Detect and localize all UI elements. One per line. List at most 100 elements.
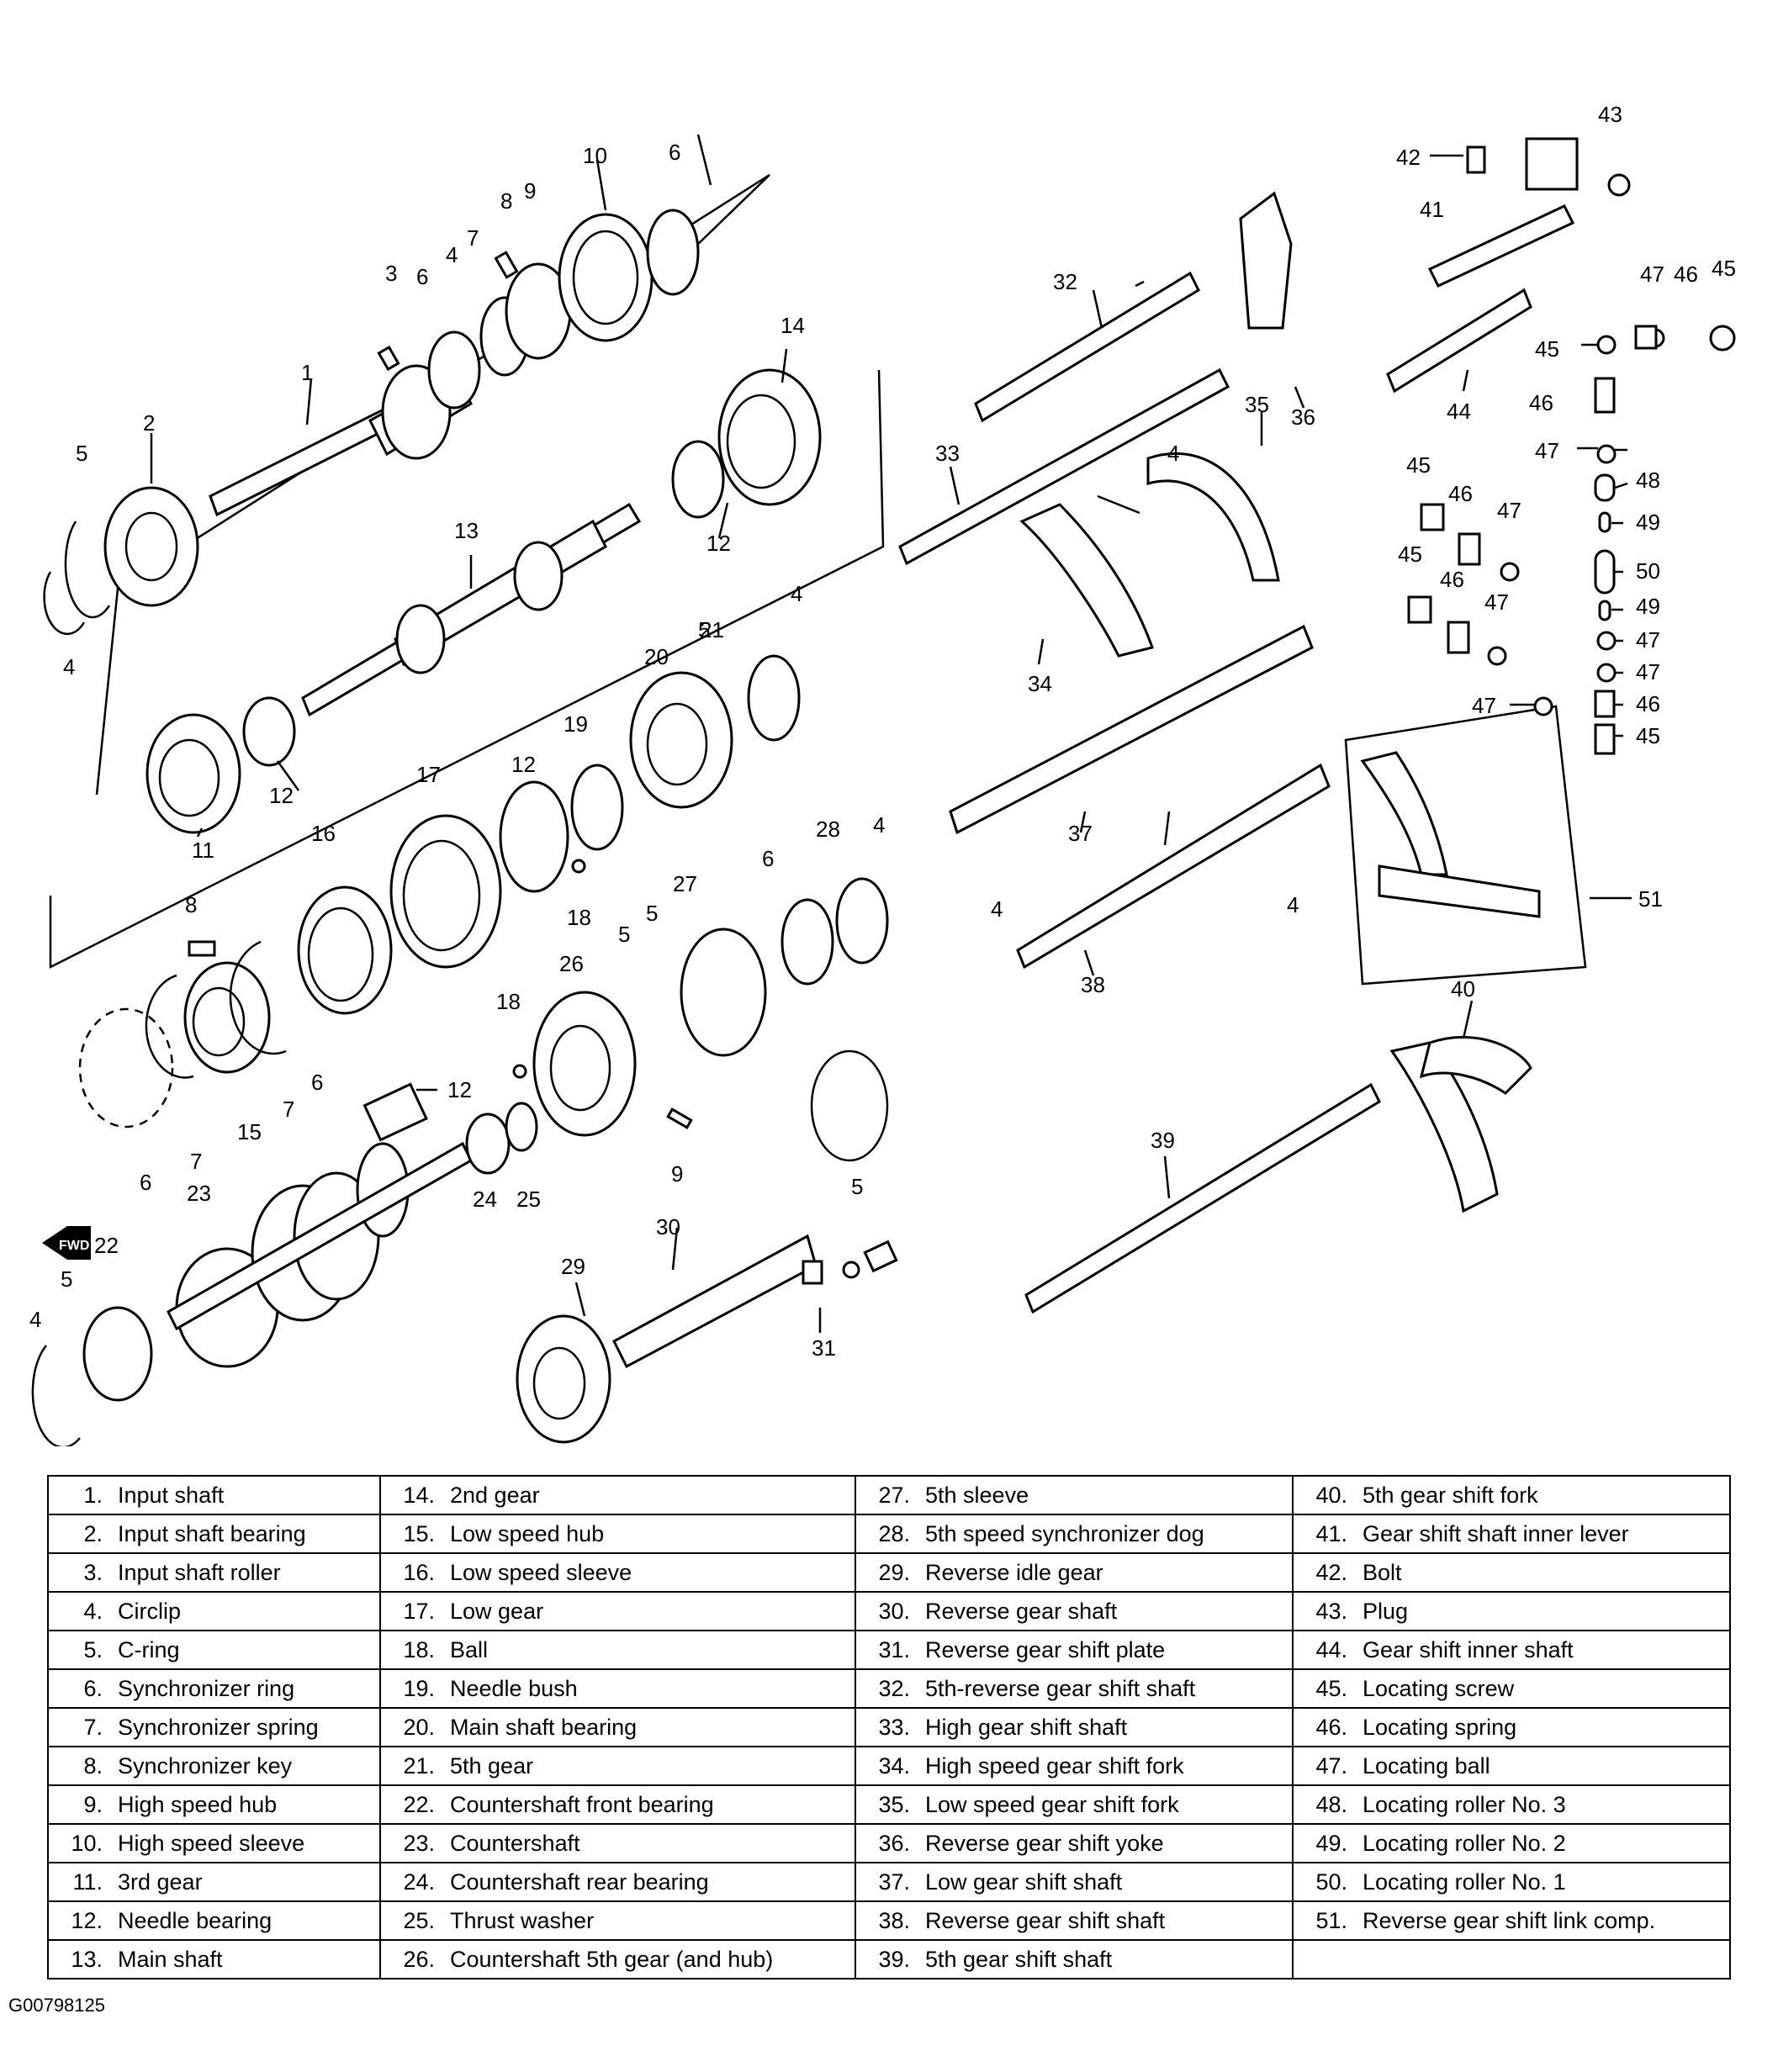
callout-number: 4 bbox=[63, 654, 75, 679]
callout-number: 6 bbox=[140, 1170, 151, 1195]
callout-number: 47 bbox=[1497, 498, 1521, 523]
legend-cell: 49.Locating roller No. 2 bbox=[1292, 1823, 1731, 1863]
legend-part-number: 2. bbox=[83, 1520, 103, 1546]
callout-number: 46 bbox=[1440, 567, 1464, 592]
legend-part-name: Countershaft rear bearing bbox=[450, 1868, 709, 1895]
legend-part-number: 11. bbox=[72, 1868, 103, 1895]
legend-cell: 21.5th gear bbox=[379, 1746, 856, 1786]
callout-number: 11 bbox=[192, 838, 214, 863]
callout-number: 28 bbox=[816, 817, 840, 842]
callout-number: 12 bbox=[706, 531, 731, 556]
callout-number: 7 bbox=[190, 1149, 202, 1174]
legend-part-name: Low gear bbox=[450, 1598, 544, 1624]
callout-number: 7 bbox=[283, 1097, 294, 1122]
callout-number: 45 bbox=[1398, 542, 1422, 567]
legend-cell: 31.Reverse gear shift plate bbox=[855, 1630, 1294, 1670]
legend-cell: 43.Plug bbox=[1292, 1591, 1731, 1631]
legend-part-number: 7. bbox=[83, 1714, 103, 1740]
legend-cell: 16.Low speed sleeve bbox=[379, 1552, 856, 1593]
callout-number: 44 bbox=[1447, 399, 1471, 424]
legend-part-number: 17. bbox=[403, 1598, 435, 1624]
callout-number: 46 bbox=[1674, 262, 1698, 287]
legend-part-name: Low speed hub bbox=[450, 1520, 605, 1546]
callout-number: 32 bbox=[1053, 269, 1077, 294]
countershaft-assembly bbox=[31, 877, 889, 1446]
legend-part-name: Bolt bbox=[1363, 1559, 1402, 1585]
legend-part-number: 18. bbox=[403, 1636, 435, 1662]
legend-part-name: Locating roller No. 1 bbox=[1363, 1868, 1566, 1895]
callout-number: 21 bbox=[700, 617, 724, 642]
callout-number: 36 bbox=[1291, 404, 1315, 430]
legend-cell: 23. Countershaft bbox=[379, 1823, 856, 1863]
legend-cell bbox=[1292, 1939, 1731, 1980]
legend-part-number: 33. bbox=[878, 1714, 910, 1740]
legend-cell: 34.High speed gear shift fork bbox=[855, 1746, 1294, 1786]
legend-part-number: 24. bbox=[403, 1868, 435, 1895]
main-shaft-assembly bbox=[146, 368, 822, 834]
callout-number: 48 bbox=[1636, 468, 1660, 493]
callout-number: 17 bbox=[416, 762, 441, 787]
callout-number: 51 bbox=[1638, 886, 1663, 912]
callout-number: 13 bbox=[454, 518, 479, 543]
synchronizer-assembly bbox=[78, 654, 801, 1128]
legend-cell: 29. Reverse idle gear bbox=[855, 1552, 1294, 1593]
callout-number: 34 bbox=[1028, 671, 1052, 696]
legend-cell: 5.C-ring bbox=[47, 1630, 381, 1670]
main-shaft-group-frame bbox=[49, 369, 885, 970]
legend-part-number: 15. bbox=[403, 1520, 435, 1546]
legend-cell: 3.Input shaft roller bbox=[47, 1552, 381, 1593]
legend-part-number: 29. bbox=[878, 1559, 910, 1585]
legend-cell: 44.Gear shift inner shaft bbox=[1292, 1630, 1731, 1670]
legend-part-name: Reverse idle gear bbox=[925, 1559, 1103, 1585]
figure-code: G00798125 bbox=[8, 1995, 105, 2016]
legend-part-number: 43. bbox=[1315, 1598, 1347, 1624]
legend-part-name: C-ring bbox=[118, 1636, 180, 1662]
shift-shafts-and-forks bbox=[898, 191, 1532, 1314]
legend-part-number: 6. bbox=[83, 1675, 103, 1701]
callout-number: 45 bbox=[1636, 723, 1660, 748]
callout-number: 35 bbox=[1245, 392, 1269, 417]
legend-part-name: Locating ball bbox=[1363, 1752, 1490, 1779]
legend-part-number: 34. bbox=[878, 1752, 910, 1779]
callout-number: 6 bbox=[762, 846, 774, 871]
legend-cell: 17. Low gear bbox=[379, 1591, 856, 1631]
callout-number: 46 bbox=[1636, 691, 1660, 716]
callout-number: 1 bbox=[301, 360, 313, 385]
legend-cell: 48.Locating roller No. 3 bbox=[1292, 1784, 1731, 1825]
legend-part-number: 48. bbox=[1315, 1791, 1347, 1817]
legend-part-number: 23. bbox=[403, 1830, 435, 1856]
legend-cell: 46.Locating spring bbox=[1292, 1707, 1731, 1747]
legend-cell: 32.5th-reverse gear shift shaft bbox=[855, 1668, 1294, 1709]
legend-cell: 2.Input shaft bearing bbox=[47, 1514, 381, 1554]
legend-part-number: 44. bbox=[1315, 1636, 1347, 1662]
callout-number: 10 bbox=[583, 143, 607, 168]
legend-part-number: 12. bbox=[71, 1907, 103, 1933]
legend-part-name: Countershaft 5th gear (and hub) bbox=[450, 1946, 774, 1972]
exploded-parts-diagram: FWD bbox=[29, 102, 1736, 1446]
callout-number: 26 bbox=[559, 951, 584, 976]
legend-part-name: Synchronizer ring bbox=[118, 1675, 295, 1701]
legend-cell: 35.Low speed gear shift fork bbox=[855, 1784, 1294, 1825]
callout-number: 47 bbox=[1640, 262, 1664, 287]
legend-part-name: 5th gear bbox=[450, 1752, 534, 1779]
legend-part-number: 28. bbox=[878, 1520, 910, 1546]
callout-number: 43 bbox=[1598, 102, 1622, 127]
legend-part-number: 13. bbox=[71, 1946, 103, 1972]
legend-part-name: Input shaft roller bbox=[118, 1559, 281, 1585]
legend-cell: 27.5th sleeve bbox=[855, 1475, 1294, 1515]
legend-part-name: High gear shift shaft bbox=[925, 1714, 1128, 1740]
fwd-arrow-icon: FWD bbox=[42, 1226, 91, 1260]
callout-number: 5 bbox=[618, 922, 630, 947]
legend-part-name: Countershaft bbox=[450, 1830, 580, 1856]
callout-number: 4 bbox=[873, 812, 885, 838]
legend-part-name: Main shaft bearing bbox=[450, 1714, 638, 1740]
callout-number: 41 bbox=[1420, 197, 1444, 222]
legend-cell: 45.Locating screw bbox=[1292, 1668, 1731, 1709]
legend-part-name: Low gear shift shaft bbox=[925, 1868, 1123, 1895]
legend-cell: 50.Locating roller No. 1 bbox=[1292, 1862, 1731, 1902]
legend-part-number: 47. bbox=[1315, 1752, 1347, 1779]
